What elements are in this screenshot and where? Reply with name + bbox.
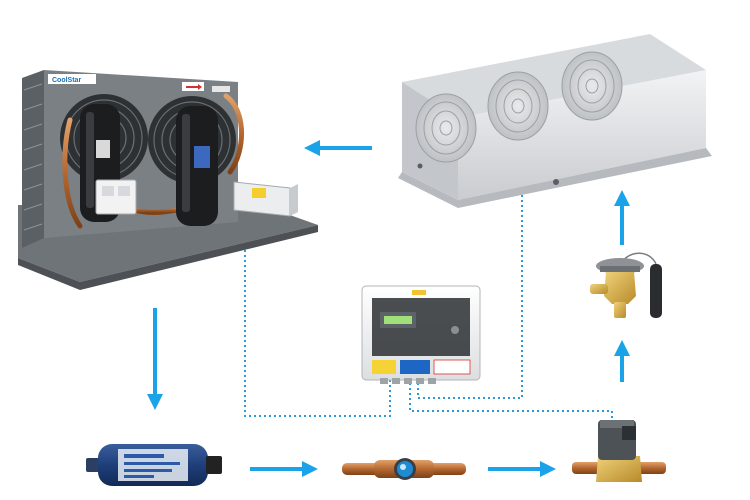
warning-label-3	[433, 359, 471, 375]
arrow-solenoid-to-expansion-valve	[614, 340, 630, 382]
brand-plate	[48, 74, 96, 84]
flow-arrows	[147, 140, 630, 477]
compressor-2	[176, 106, 218, 226]
warning-label-1	[372, 360, 396, 374]
pressure-switch	[95, 179, 137, 215]
evaporator-unit-icon	[398, 34, 712, 208]
evaporator-top	[402, 34, 706, 118]
evaporator-fan-3	[561, 51, 623, 121]
arrow-expansion-valve-to-evaporator	[614, 190, 630, 245]
sight-glass-icon	[342, 458, 466, 480]
condensing-unit-icon: CoolStar	[18, 70, 318, 290]
electrical-box	[233, 181, 291, 217]
control-panel-icon	[361, 285, 481, 384]
evaporator-fan-2	[487, 71, 549, 141]
valve-brass-body	[604, 272, 636, 304]
cable-glands	[380, 378, 436, 384]
evaporator-fan-icon	[415, 51, 623, 163]
filter-drier-icon	[86, 444, 222, 486]
wiring	[244, 190, 613, 430]
wiring-condenser-to-panel	[244, 250, 391, 417]
solenoid-valve-body	[596, 456, 642, 482]
wiring-evaporator-to-panel	[417, 190, 523, 399]
expansion-valve-icon	[590, 252, 662, 318]
evaporator-fan-1	[415, 93, 477, 163]
arrow-drier-to-sightglass	[250, 461, 318, 477]
sensing-bulb	[650, 264, 662, 318]
condenser-coil	[22, 70, 44, 248]
arrow-sightglass-to-solenoid	[488, 461, 556, 477]
arrow-evaporator-to-condenser	[304, 140, 372, 156]
warning-label-2	[400, 360, 430, 374]
wiring-solenoid-to-panel	[409, 378, 613, 430]
brand-label: CoolStar	[52, 77, 81, 84]
evaporator-body	[458, 70, 706, 200]
solenoid-valve-icon	[572, 420, 666, 482]
arrow-condenser-to-drier	[147, 308, 163, 410]
